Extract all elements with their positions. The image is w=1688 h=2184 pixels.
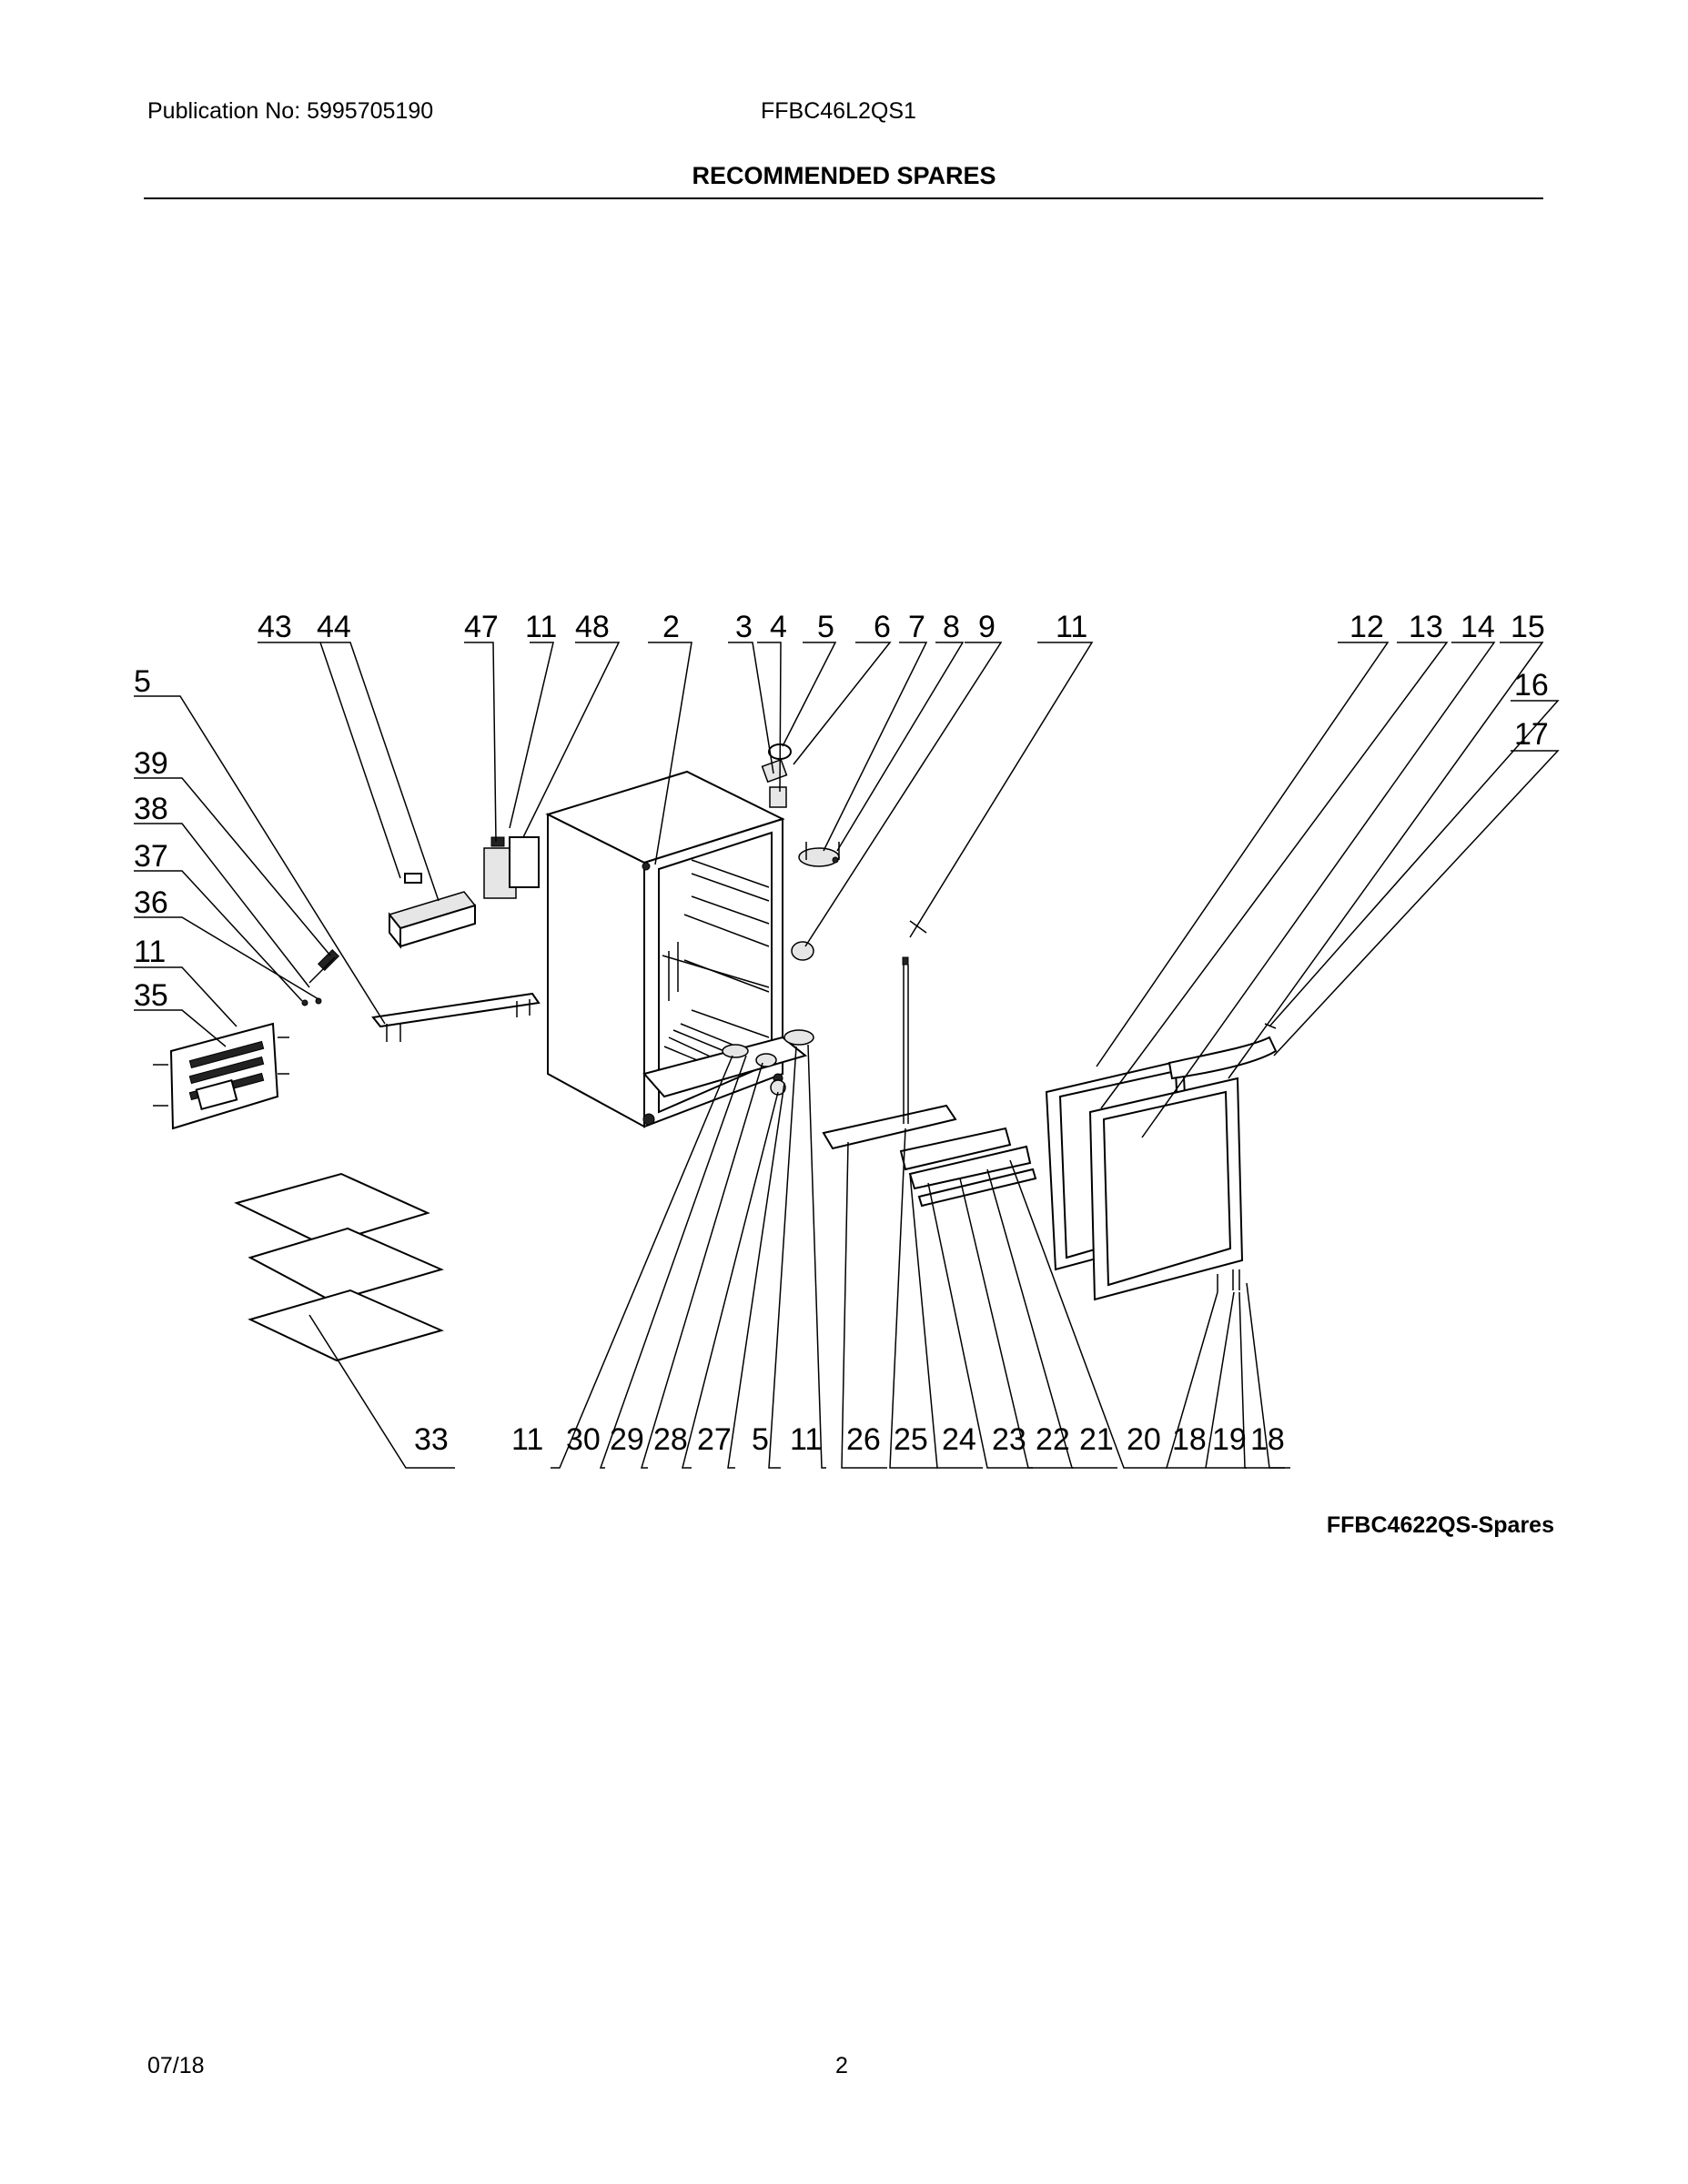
callout-23: 23 — [992, 1422, 1026, 1457]
callout-37: 37 — [134, 839, 168, 874]
callout-36: 36 — [134, 885, 168, 920]
callout-5: 5 — [817, 610, 834, 644]
left-rail — [301, 948, 541, 1042]
publication-number: Publication No: 5995705190 — [147, 98, 434, 124]
left-callouts: 5 39 38 37 36 11 35 — [134, 664, 168, 1013]
callout-47: 47 — [464, 610, 499, 644]
callout-22: 22 — [1036, 1422, 1070, 1457]
callout-6: 6 — [874, 610, 891, 644]
callout-35: 35 — [134, 978, 168, 1013]
callout-18-b: 18 — [1250, 1422, 1285, 1457]
callout-24: 24 — [942, 1422, 976, 1457]
door-handle — [1167, 1036, 1278, 1080]
callout-21: 21 — [1079, 1422, 1114, 1457]
header-rule — [144, 197, 1543, 199]
callout-43: 43 — [258, 610, 292, 644]
callout-48: 48 — [575, 610, 610, 644]
glass-shelves — [234, 1172, 444, 1362]
callout-19: 19 — [1212, 1422, 1247, 1457]
control-panel-assembly — [822, 920, 1037, 1208]
callout-9: 9 — [978, 610, 996, 644]
model-number: FFBC46L2QS1 — [761, 98, 916, 124]
callout-3: 3 — [735, 610, 753, 644]
condenser-panel — [153, 1022, 289, 1130]
callout-8: 8 — [943, 610, 960, 644]
callout-7: 7 — [908, 610, 925, 644]
callout-28: 28 — [653, 1422, 688, 1457]
callout-11-bottom-b: 11 — [790, 1422, 822, 1457]
callout-4: 4 — [770, 610, 787, 644]
callout-16: 16 — [1514, 668, 1549, 703]
callout-5-bottom: 5 — [752, 1422, 769, 1457]
callout-26: 26 — [846, 1422, 881, 1457]
control-box — [483, 836, 540, 899]
callout-15: 15 — [1511, 610, 1545, 644]
callout-25: 25 — [894, 1422, 928, 1457]
bottom-callouts: 33 11 30 29 28 27 5 11 26 25 24 23 22 21… — [414, 1422, 1285, 1457]
callout-33: 33 — [414, 1422, 449, 1457]
refrigerator-cabinet — [545, 770, 808, 1128]
callout-18-a: 18 — [1172, 1422, 1207, 1457]
callout-14: 14 — [1461, 610, 1495, 644]
callout-13: 13 — [1409, 610, 1443, 644]
callout-17: 17 — [1514, 717, 1549, 752]
callout-30: 30 — [566, 1422, 601, 1457]
drip-tray — [388, 873, 477, 949]
door-frame — [1088, 1077, 1244, 1301]
callout-11-left: 11 — [134, 935, 166, 969]
callout-29: 29 — [610, 1422, 644, 1457]
footer-date: 07/18 — [147, 2053, 205, 2078]
callout-11b: 11 — [1056, 610, 1087, 644]
right-callouts: 16 17 — [1514, 668, 1549, 752]
callout-5-left: 5 — [134, 664, 151, 699]
leader-lines — [134, 642, 1560, 1469]
callout-20: 20 — [1127, 1422, 1161, 1457]
callout-44: 44 — [317, 610, 351, 644]
callout-39: 39 — [134, 746, 168, 781]
callout-11-bottom-a: 11 — [511, 1422, 543, 1457]
callout-12: 12 — [1349, 610, 1384, 644]
top-callouts: 43 44 47 11 48 2 3 4 5 6 7 8 9 11 12 13 … — [258, 610, 1545, 644]
page-title: RECOMMENDED SPARES — [692, 162, 996, 189]
callout-11: 11 — [525, 610, 557, 644]
diagram-caption: FFBC4622QS-Spares — [1326, 1512, 1554, 1538]
page-number: 2 — [835, 2053, 848, 2078]
callout-27: 27 — [697, 1422, 732, 1457]
callout-38: 38 — [134, 792, 168, 826]
callout-2: 2 — [662, 610, 680, 644]
